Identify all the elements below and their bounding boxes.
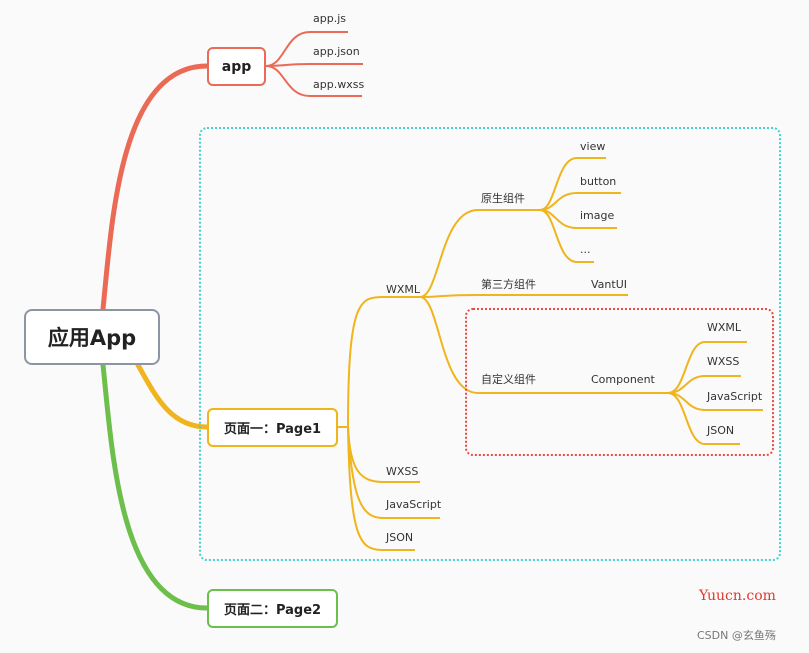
component-part-wxml: WXML bbox=[707, 321, 742, 334]
app-file-json: app.json bbox=[313, 45, 360, 58]
app-file-connectors bbox=[265, 31, 363, 97]
page-scope-frame bbox=[199, 127, 781, 561]
root-node: 应用App bbox=[24, 309, 160, 365]
native-components-label: 原生组件 bbox=[481, 192, 525, 205]
branch-root-page2 bbox=[100, 362, 210, 611]
page1-node: 页面一：Page1 bbox=[207, 408, 338, 447]
native-item-ellipsis: ... bbox=[580, 243, 591, 256]
app-node: app bbox=[207, 47, 266, 86]
page2-node: 页面二：Page2 bbox=[207, 589, 338, 628]
native-item-image: image bbox=[580, 209, 615, 222]
third-party-components-label: 第三方组件 bbox=[481, 278, 536, 291]
custom-component-label: Component bbox=[591, 373, 655, 386]
app-file-wxss: app.wxss bbox=[313, 78, 365, 91]
third-party-vantui: VantUI bbox=[591, 278, 627, 291]
native-item-button: button bbox=[580, 175, 617, 188]
page1-javascript-label: JavaScript bbox=[386, 498, 442, 511]
component-part-wxss: WXSS bbox=[707, 355, 740, 368]
custom-components-label: 自定义组件 bbox=[481, 373, 536, 386]
component-part-javascript: JavaScript bbox=[707, 390, 763, 403]
page1-wxml-label: WXML bbox=[386, 283, 421, 296]
component-part-json: JSON bbox=[707, 424, 735, 437]
app-file-js: app.js bbox=[313, 12, 346, 25]
branch-root-app bbox=[100, 63, 210, 312]
watermark-site: Yuucn.com bbox=[699, 588, 776, 604]
page1-wxss-label: WXSS bbox=[386, 465, 419, 478]
native-item-view: view bbox=[580, 140, 606, 153]
watermark-author: CSDN @玄鱼殇 bbox=[697, 629, 776, 642]
page1-json-label: JSON bbox=[386, 531, 414, 544]
branch-root-page1 bbox=[135, 362, 210, 430]
page1-connectors bbox=[338, 157, 763, 551]
custom-component-frame bbox=[465, 308, 774, 456]
